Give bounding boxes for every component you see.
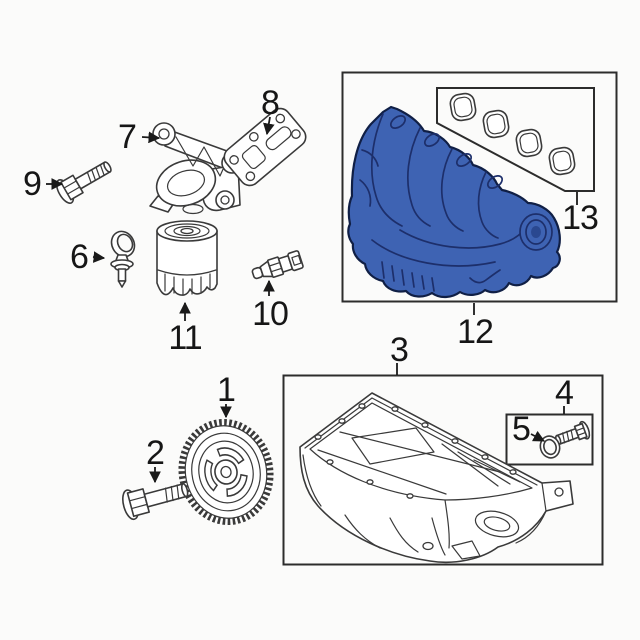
callout-label-9: 9 (23, 165, 41, 203)
gasket-set-callout-box (436, 87, 595, 192)
callout-arrow-6 (92, 251, 106, 263)
callout-label-5: 5 (512, 410, 530, 448)
callout-label-10: 10 (252, 295, 288, 333)
callout-arrow-7 (141, 131, 161, 144)
part-adapter-gasket (223, 107, 307, 187)
callout-label-6: 6 (70, 238, 88, 276)
part-oil-filter-adapter (149, 122, 243, 215)
callout-arrow-8 (263, 116, 275, 136)
callout-label-13: 13 (562, 199, 598, 237)
manifold-callout-box (341, 71, 618, 303)
part-intake-manifold-highlighted (347, 105, 561, 299)
hardware-inset-box (505, 413, 594, 466)
callout-label-2: 2 (146, 434, 164, 472)
callout-label-1: 1 (217, 371, 235, 409)
part-oil-filter (156, 220, 218, 296)
part-o-ring-seal (539, 435, 561, 459)
part-adapter-bolt (55, 161, 112, 204)
part-oil-pan-bolt (554, 420, 591, 445)
part-pulley-bolt (122, 483, 189, 521)
callout-label-12: 12 (457, 313, 493, 351)
callout-arrow-5 (530, 430, 546, 442)
oil-pan-callout-box (282, 374, 604, 566)
callout-label-3: 3 (390, 331, 408, 369)
part-crankshaft-pulley (178, 418, 274, 526)
part-housing-plug (110, 230, 136, 288)
callout-label-4: 4 (555, 374, 573, 412)
part-intake-gasket-set (449, 92, 576, 176)
part-oil-pressure-sensor (251, 250, 304, 280)
part-oil-pan (299, 392, 574, 564)
callout-label-7: 7 (118, 118, 136, 156)
callout-label-8: 8 (261, 84, 279, 122)
callout-label-11: 11 (168, 319, 201, 357)
